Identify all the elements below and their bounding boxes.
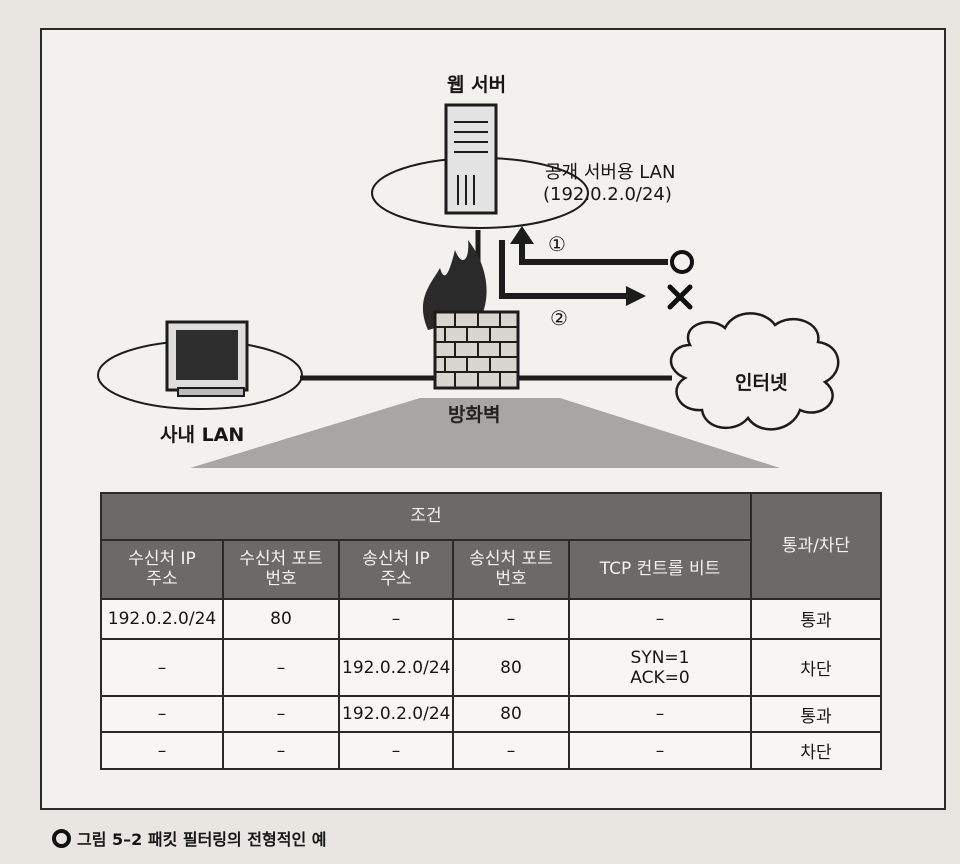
table-cell: – bbox=[567, 597, 753, 641]
result-column-header: 통과/차단 bbox=[750, 492, 883, 600]
column-header: TCP 컨트롤 비트 bbox=[567, 538, 753, 600]
public-lan-subnet: (192.0.2.0/24) bbox=[543, 184, 672, 205]
caption-text: 그림 5–2 패킷 필터링의 전형적인 예 bbox=[77, 830, 327, 849]
table-cell: – bbox=[452, 597, 570, 641]
table-cell: – bbox=[222, 731, 340, 770]
result-cell: 통과 bbox=[750, 694, 883, 734]
flame-icon bbox=[422, 240, 487, 330]
arrow-2-marker: ② bbox=[550, 306, 568, 330]
table-cell: – bbox=[338, 731, 454, 770]
firewall-label: 방화벽 bbox=[448, 404, 501, 426]
table-cell: – bbox=[100, 731, 224, 770]
table-cell: 192.0.2.0/24 bbox=[338, 694, 454, 734]
arrow-1-marker: ① bbox=[548, 232, 566, 256]
result-cell: 차단 bbox=[750, 731, 883, 770]
table-cell: 80 bbox=[452, 638, 570, 697]
pc-icon bbox=[165, 320, 249, 397]
table-cell: 192.0.2.0/24 bbox=[100, 597, 224, 641]
figure-caption: 그림 5–2 패킷 필터링의 전형적인 예 bbox=[52, 826, 326, 850]
internal-lan-label: 사내 LAN bbox=[160, 424, 245, 446]
table-cell: – bbox=[567, 731, 753, 770]
table-cell: – bbox=[338, 597, 454, 641]
pass-circle-icon bbox=[670, 250, 694, 274]
table-cell: – bbox=[222, 694, 340, 734]
table-cell: – bbox=[567, 694, 753, 734]
public-lan-label: 공개 서버용 LAN bbox=[545, 162, 676, 183]
condition-group-header: 조건 bbox=[99, 492, 753, 541]
result-cell: 통과 bbox=[750, 597, 883, 641]
table-cell: – bbox=[222, 638, 340, 697]
table-cell: – bbox=[100, 638, 224, 697]
web-server-label: 웹 서버 bbox=[447, 74, 507, 96]
table-cell: 192.0.2.0/24 bbox=[338, 638, 454, 697]
arrow-2 bbox=[499, 240, 646, 306]
table-cell: – bbox=[452, 731, 570, 770]
table-cell: 80 bbox=[222, 597, 340, 641]
block-x-icon bbox=[667, 284, 693, 310]
arrow-1 bbox=[510, 226, 668, 265]
server-icon bbox=[444, 103, 498, 215]
table-cell: – bbox=[100, 694, 224, 734]
internet-cloud-icon bbox=[669, 312, 840, 431]
bullet-circle-icon bbox=[52, 828, 71, 848]
table-row: –––––차단 bbox=[100, 731, 883, 770]
result-cell: 차단 bbox=[750, 638, 883, 697]
internet-label: 인터넷 bbox=[735, 372, 788, 394]
shadow-region bbox=[190, 398, 780, 468]
firewall-icon bbox=[433, 310, 520, 390]
table-cell: 80 bbox=[452, 694, 570, 734]
